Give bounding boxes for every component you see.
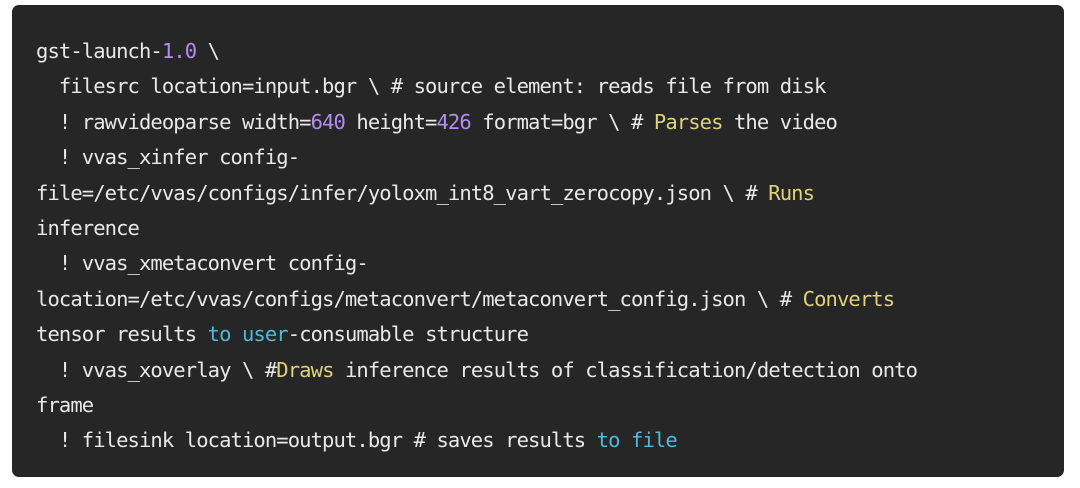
code-token-default: inference results of classification/dete…	[333, 357, 918, 382]
code-token-number: 426	[436, 109, 471, 134]
code-line: location=/etc/vvas/configs/metaconvert/m…	[36, 282, 1064, 317]
code-line: ! vvas_xinfer config-	[36, 140, 1064, 175]
code-token-default: ! rawvideoparse width=	[36, 109, 312, 134]
code-token-default: tensor results	[36, 322, 208, 347]
code-token-default: ! filesink location=output.bgr # saves r…	[36, 428, 597, 453]
code-token-keyword: Parses	[653, 109, 724, 134]
code-token-number: 640	[310, 109, 346, 134]
code-token-default: ! vvas_xinfer config-	[36, 145, 300, 170]
code-token-default: filesrc location=input.bgr \ # source el…	[36, 74, 827, 99]
code-line: filesrc location=input.bgr \ # source el…	[36, 69, 1064, 104]
code-token-default: ! vvas_xoverlay \ #	[36, 357, 277, 382]
code-token-default: \	[196, 39, 220, 63]
code-token-builtin: to	[596, 428, 621, 453]
code-line: tensor results to user-consumable struct…	[36, 317, 1064, 352]
code-token-default: file=/etc/vvas/configs/infer/yoloxm_int8…	[36, 180, 769, 205]
code-line: ! vvas_xmetaconvert config-	[36, 246, 1064, 281]
code-line: inference	[36, 211, 1064, 246]
code-line: file=/etc/vvas/configs/infer/yoloxm_int8…	[36, 176, 1064, 211]
code-token-default: gst-launch-	[36, 39, 163, 63]
code-token-default: the video	[722, 109, 838, 134]
code-token-default: format=bgr \ #	[470, 109, 654, 134]
code-token-default	[620, 428, 631, 452]
code-token-number: 1.0	[161, 39, 197, 63]
code-token-builtin: file	[631, 428, 678, 453]
code-token-builtin: user	[241, 322, 289, 347]
code-line: gst-launch-1.0 \	[36, 34, 1064, 69]
code-token-default: height=	[344, 109, 437, 134]
code-token-default: frame	[36, 392, 94, 417]
code-token-default: location=/etc/vvas/configs/metaconvert/m…	[36, 286, 803, 311]
code-token-default: ! vvas_xmetaconvert config-	[36, 251, 369, 276]
code-line: frame	[36, 388, 1064, 423]
code-token-builtin: to	[207, 322, 232, 347]
code-token-keyword: Runs	[768, 180, 815, 205]
code-token-default: inference	[36, 215, 140, 240]
code-line: ! rawvideoparse width=640 height=426 for…	[36, 105, 1064, 140]
code-token-default: -consumable structure	[287, 322, 529, 347]
code-block: gst-launch-1.0 \ filesrc location=input.…	[12, 5, 1064, 477]
code-token-default	[231, 322, 242, 346]
code-token-keyword: Draws	[276, 357, 334, 382]
code-line: ! filesink location=output.bgr # saves r…	[36, 423, 1064, 458]
code-token-keyword: Converts	[802, 286, 895, 311]
code-line: ! vvas_xoverlay \ #Draws inference resul…	[36, 353, 1064, 388]
